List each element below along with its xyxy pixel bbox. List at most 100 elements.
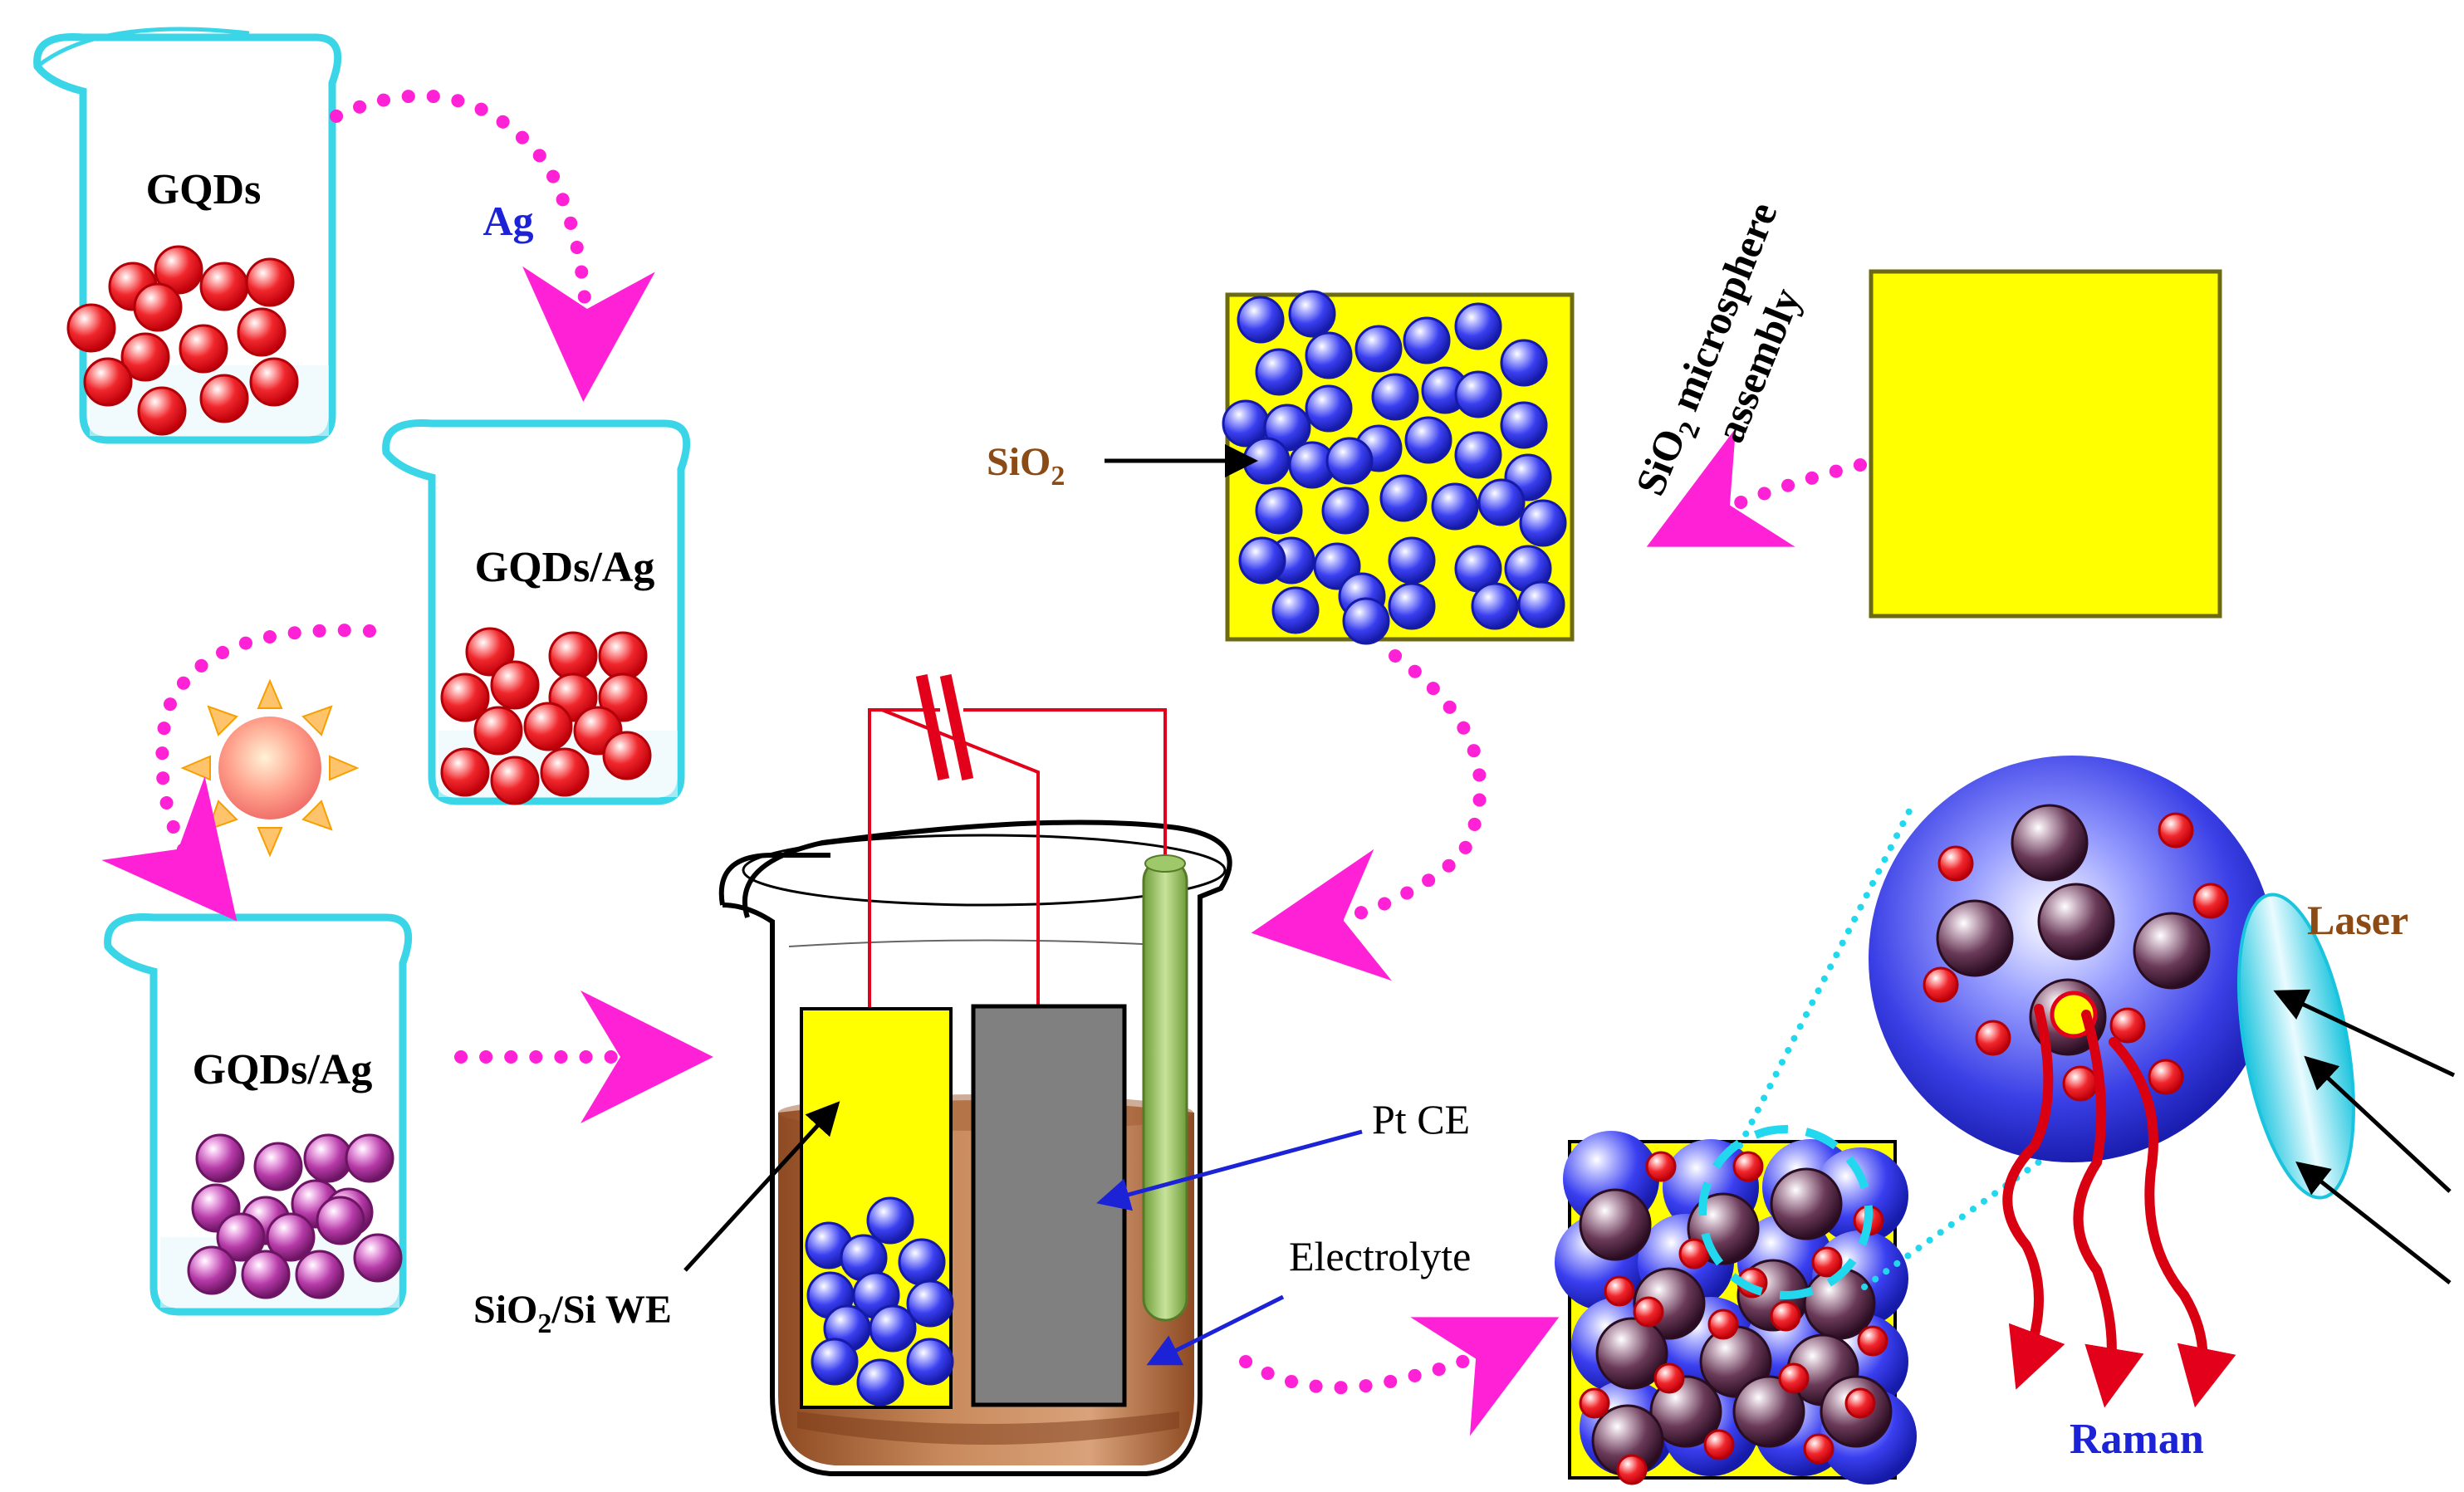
gqd-particle: [2148, 1059, 2184, 1095]
sio2-sphere: [1305, 331, 1353, 379]
gqd-particle: [1616, 1454, 1648, 1485]
beaker-gqds-ag-top: [382, 418, 691, 805]
sio2-sphere: [1271, 586, 1320, 634]
sio2-sphere: [1454, 370, 1502, 418]
arrow-ag-to-light: [101, 624, 376, 922]
ag-sphere: [1649, 1375, 1722, 1448]
label-gqds: GQDs: [146, 166, 262, 213]
red-sphere: [540, 747, 590, 797]
magnified-particles: [1923, 804, 2229, 1102]
label-raman: Raman: [2070, 1416, 2204, 1463]
zoom-circle: [1698, 1125, 1873, 1299]
gqd-particle: [2158, 812, 2194, 849]
red-sphere: [154, 245, 203, 295]
ag-sphere: [1595, 1317, 1668, 1390]
process-arrows: [101, 89, 1867, 1436]
red-sphere: [465, 627, 515, 677]
sio2-sphere: [1238, 536, 1286, 585]
sio2-sphere: [1255, 348, 1303, 396]
purple-sphere: [345, 1133, 394, 1183]
red-particles-1: [66, 245, 299, 436]
gqd-particle: [1923, 966, 1959, 1003]
pt-ce-pointer-arrow: [1096, 1129, 1363, 1211]
sio2-sphere: [811, 1338, 859, 1386]
gqd-particle: [2062, 1065, 2099, 1102]
magnified-sphere: [1869, 756, 2275, 1162]
zoom-lines: [1737, 806, 2146, 1290]
gqd-particle: [1778, 1362, 1810, 1394]
purple-sphere: [241, 1250, 291, 1299]
gqd-particle: [1633, 1296, 1664, 1328]
red-sphere: [490, 756, 540, 805]
red-sphere: [440, 747, 490, 797]
reference-electrode-tube: [1142, 854, 1188, 1322]
red-sphere: [66, 303, 116, 353]
red-sphere: [602, 731, 652, 780]
red-sphere: [245, 257, 295, 307]
sio2-sphere: [866, 1196, 914, 1245]
battery-icon: [915, 673, 974, 781]
substrate-plain: [1869, 269, 2222, 619]
gqd-particle: [1653, 1362, 1685, 1394]
sio2-sphere: [1403, 316, 1451, 364]
gqd-particle: [1604, 1275, 1635, 1307]
product-substrate: [1555, 1125, 1917, 1485]
label-laser: Laser: [2307, 897, 2408, 943]
sio2-sphere: [1325, 437, 1374, 485]
purple-sphere: [316, 1196, 365, 1245]
red-sphere: [249, 357, 299, 407]
red-sphere: [199, 262, 249, 311]
purple-particles: [187, 1133, 403, 1299]
purple-sphere: [187, 1245, 237, 1295]
arrow-to-cell-from-sio2: [1251, 649, 1487, 981]
sio2-sphere: [906, 1338, 954, 1386]
working-electrode: [800, 1007, 954, 1409]
sio2-sphere: [869, 1304, 917, 1353]
sio2-sphere: [1321, 487, 1369, 535]
we-sio2-spheres: [805, 1196, 954, 1406]
gqd-particle: [1703, 1429, 1735, 1460]
sio2-sphere: [898, 1238, 946, 1286]
purple-sphere: [303, 1133, 353, 1183]
gqd-particle: [1770, 1300, 1801, 1332]
beaker-gqds: [33, 27, 342, 444]
purple-sphere: [353, 1233, 403, 1283]
gqd-particle: [1975, 1020, 2011, 1056]
sio2-sphere: [1305, 384, 1353, 433]
gqd-particle: [2109, 1007, 2146, 1044]
gqd-particle: [1803, 1433, 1835, 1465]
sio2-sphere: [1431, 482, 1479, 531]
sio2-sphere: [1454, 431, 1502, 479]
label-we: SiO2/Si WE: [473, 1288, 672, 1339]
sio2-sphere: [1379, 474, 1428, 522]
sio2-sphere: [1477, 478, 1526, 526]
sio2-sphere: [1255, 487, 1303, 535]
label-gqds-ag-bottom: GQDs/Ag: [193, 1046, 373, 1093]
red-sphere: [523, 702, 573, 751]
sio2-spheres: [1222, 290, 1567, 645]
red-sphere: [490, 660, 540, 710]
purple-sphere: [253, 1142, 303, 1191]
ag-sphere: [1732, 1375, 1805, 1448]
arrow-from-substrate: [1646, 428, 1867, 547]
gqd-particle: [1844, 1387, 1876, 1419]
sio2-assembled-substrate: [1222, 290, 1575, 645]
red-sphere: [473, 706, 523, 756]
gqd-particle: [1732, 1151, 1764, 1182]
gqd-particle: [1707, 1309, 1739, 1340]
electrolyte-pointer-arrow: [1146, 1294, 1285, 1366]
red-sphere: [83, 357, 133, 407]
purple-sphere: [195, 1133, 245, 1183]
sun-icon: [180, 678, 360, 858]
gqd-particle: [1857, 1325, 1888, 1357]
red-sphere: [133, 282, 183, 332]
red-sphere: [237, 307, 287, 357]
sio2-sphere: [1500, 401, 1548, 449]
label-ag: Ag: [483, 198, 533, 244]
ag-sphere: [2011, 804, 2089, 882]
label-electrolyte: Electrolyte: [1289, 1233, 1471, 1279]
red-sphere: [598, 673, 648, 722]
raman-arrows: [2002, 1004, 2236, 1408]
we-pointer-arrow: [683, 1101, 840, 1272]
